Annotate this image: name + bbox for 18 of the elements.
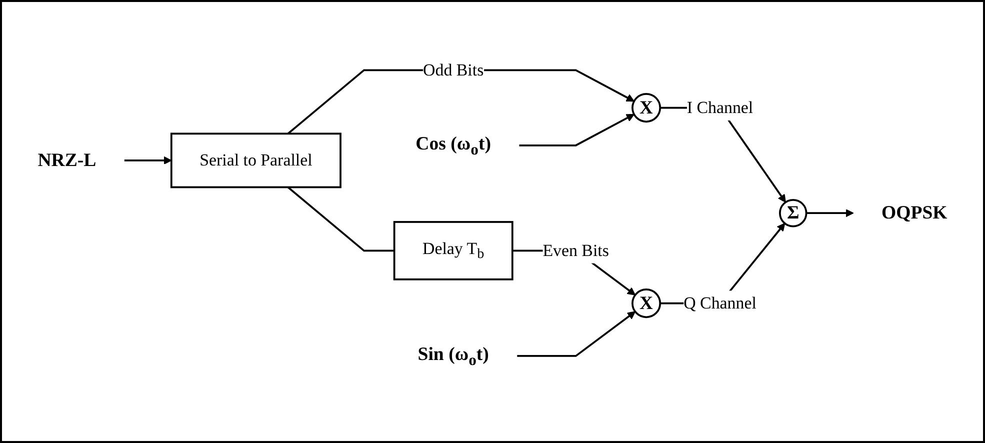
edge-label: Q Channel xyxy=(684,293,756,312)
node-text: Cos (ω$_{o}$t) xyxy=(416,134,492,158)
node-text: NRZ-L xyxy=(38,150,96,171)
edge-label: Odd Bits xyxy=(423,60,484,80)
edge-label: I Channel xyxy=(686,98,754,117)
connector xyxy=(287,186,394,252)
node-box: Serial to Parallel xyxy=(170,132,342,188)
node-circle: X xyxy=(632,92,662,123)
arrow xyxy=(519,114,634,146)
node-box: Delay T$_{b}$ xyxy=(393,220,514,280)
node-circle: Σ xyxy=(778,198,808,228)
arrow xyxy=(517,311,636,357)
arrow xyxy=(806,208,854,218)
arrow xyxy=(124,156,172,165)
node-text: Sin (ω$_{o}$t) xyxy=(418,344,489,369)
edge-label: Even Bits xyxy=(542,240,609,260)
node-circle: X xyxy=(632,288,662,318)
node-text: OQPSK xyxy=(881,202,948,224)
